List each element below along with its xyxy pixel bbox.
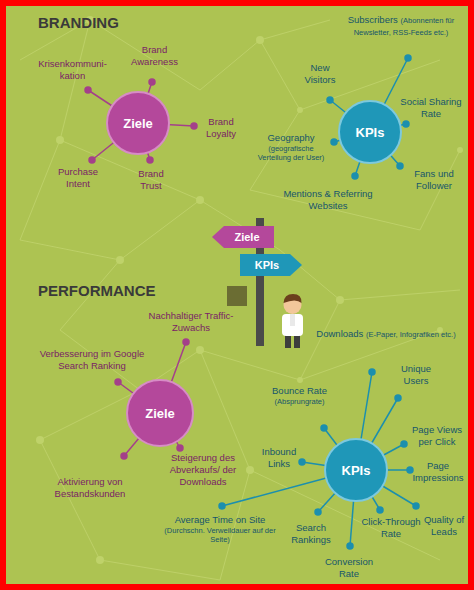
label-text: Purchase Intent [58, 166, 98, 189]
label-text: Inbound Links [262, 446, 296, 469]
label-note: (Durchschn. Verweildauer auf der Seite) [160, 526, 280, 544]
label-text: Unique Users [401, 363, 431, 386]
node-title: Ziele [145, 406, 175, 421]
node-title: Ziele [123, 116, 153, 131]
label-note: (geografische Verteilung der User) [252, 144, 330, 162]
spoke-label: Social Sharing Rate [396, 96, 466, 120]
spoke-label: Page Impressions [410, 460, 466, 484]
label-note: (E-Paper, Infografiken etc.) [366, 330, 456, 339]
node-title: KPIs [255, 259, 279, 271]
spoke-label: Fans und Follower [408, 168, 460, 192]
spoke-label: New Visitors [296, 62, 344, 86]
spoke-label: Page Views per Click [408, 424, 466, 448]
section-heading: BRANDING [38, 14, 188, 32]
spoke-label: Unique Users [390, 363, 442, 387]
goal-circle: KPIs [324, 438, 388, 502]
section-heading: PERFORMANCE [38, 282, 188, 300]
node-title: KPIs [342, 463, 371, 478]
spoke-label: Bounce Rate(Absprungrate) [262, 385, 337, 406]
goal-circle: KPIs [338, 100, 402, 164]
sign-arrow: Ziele [212, 226, 274, 248]
heading-text: BRANDING [38, 14, 119, 31]
label-text: Mentions & Referring Websites [283, 188, 372, 211]
label-text: Subscribers [348, 14, 398, 25]
label-text: Page Views per Click [412, 424, 462, 447]
label-text: Average Time on Site [175, 514, 266, 525]
heading-text: PERFORMANCE [38, 282, 156, 299]
spoke-label: Nachhaltiger Traffic-Zuwachs [146, 310, 236, 334]
node-title: Ziele [234, 231, 259, 243]
spoke-label: Brand Loyalty [196, 116, 246, 140]
spoke-label: Inbound Links [256, 446, 302, 470]
label-text: Fans und Follower [414, 168, 454, 191]
label-text: Quality of Leads [424, 514, 464, 537]
spoke-label: Downloads (E-Paper, Infografiken etc.) [316, 328, 456, 340]
sign-arrow: KPIs [240, 254, 302, 276]
spoke-label: Purchase Intent [48, 166, 108, 190]
spoke-label: Aktivierung von Bestandskunden [40, 476, 140, 500]
label-text: Krisenkommuni- kation [38, 58, 107, 81]
label-text: Page Impressions [412, 460, 463, 483]
label-text: Geography [267, 132, 314, 143]
spoke-label: Verbesserung im Google Search Ranking [30, 348, 154, 372]
label-note: (Absprungrate) [262, 397, 337, 406]
goal-circle: Ziele [126, 379, 194, 447]
label-text: Social Sharing Rate [400, 96, 461, 119]
node-title: KPIs [356, 125, 385, 140]
spoke-label: Krisenkommuni- kation [35, 58, 110, 82]
label-text: Verbesserung im Google Search Ranking [40, 348, 145, 371]
spoke-label: Subscribers (Abonnenten für Newsletter, … [336, 14, 466, 38]
spoke-label: Quality of Leads [422, 514, 466, 538]
goal-circle: Ziele [106, 91, 170, 155]
label-text: Brand Awareness [131, 44, 178, 67]
label-text: Nachhaltiger Traffic-Zuwachs [149, 310, 234, 333]
label-text: Click-Through Rate [361, 516, 420, 539]
spoke-label: Conversion Rate [318, 556, 380, 580]
label-text: Search Rankings [291, 522, 331, 545]
label-text: Bounce Rate [272, 385, 327, 396]
label-text: Conversion Rate [325, 556, 373, 579]
label-text: Steigerung des Abverkaufs/ der Downloads [170, 452, 237, 487]
spoke-label: Average Time on Site(Durchschn. Verweild… [160, 514, 280, 544]
spoke-label: Search Rankings [286, 522, 336, 546]
label-text: Brand Loyalty [206, 116, 236, 139]
label-text: Brand Trust [138, 168, 163, 191]
label-text: Aktivierung von Bestandskunden [55, 476, 126, 499]
label-text: Downloads [316, 328, 363, 339]
spoke-label: Click-Through Rate [360, 516, 422, 540]
spoke-label: Geography(geografische Verteilung der Us… [252, 132, 330, 162]
spoke-label: Brand Trust [130, 168, 172, 192]
label-text: New Visitors [305, 62, 336, 85]
spoke-label: Mentions & Referring Websites [268, 188, 388, 212]
spoke-label: Brand Awareness [122, 44, 187, 68]
spoke-label: Steigerung des Abverkaufs/ der Downloads [148, 452, 258, 488]
